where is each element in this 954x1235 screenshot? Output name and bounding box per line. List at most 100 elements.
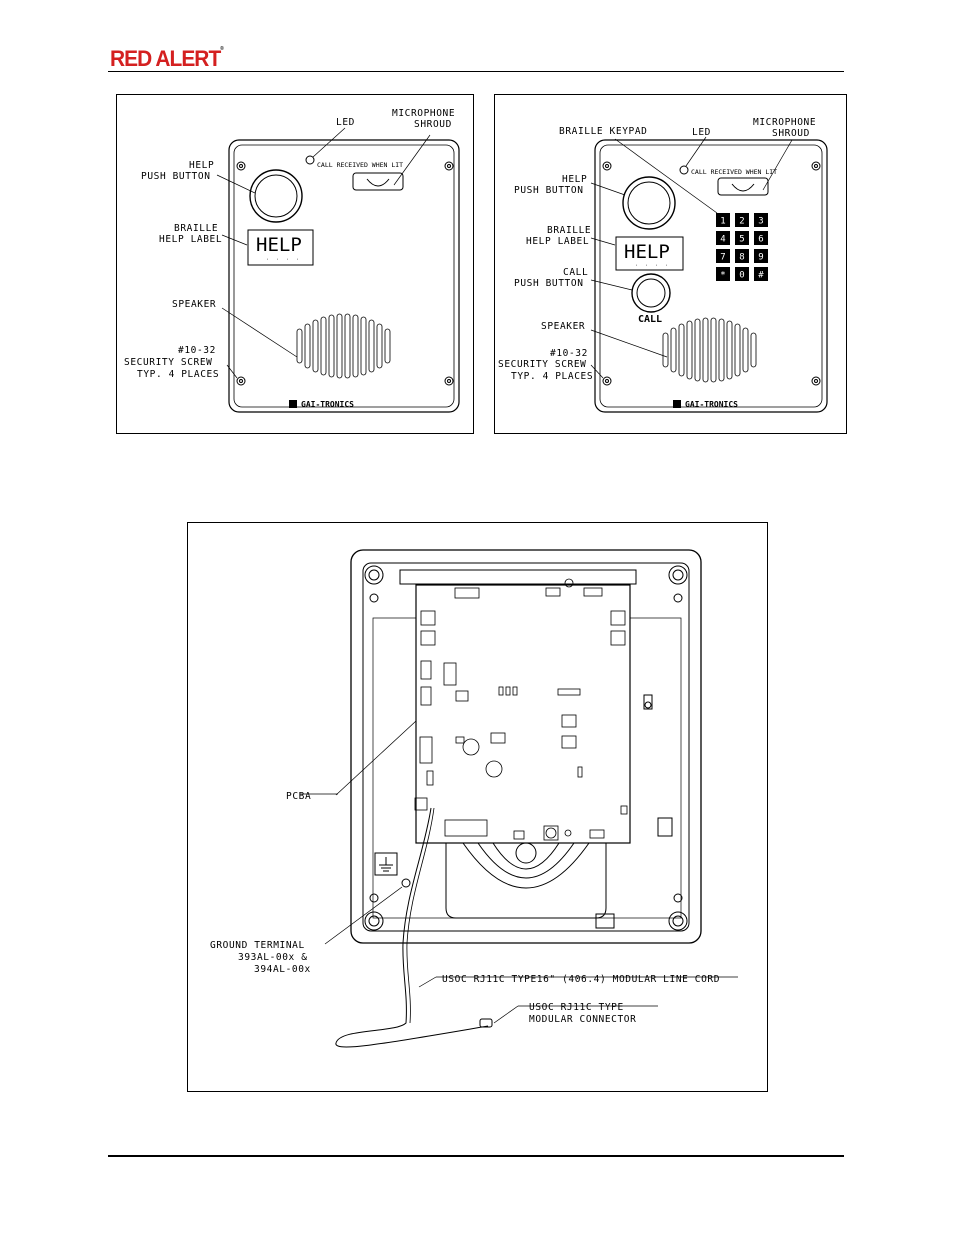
mic-callout-1: MICROPHONE (392, 108, 455, 119)
led-callout: LED (336, 117, 355, 128)
braille-help-label (615, 236, 684, 271)
security-screw-icon (236, 161, 454, 386)
call-callout-1: CALL (563, 267, 588, 278)
footer-rule (108, 1155, 844, 1157)
keypad-key-label: 0 (739, 271, 744, 281)
brand-logo-icon (673, 400, 681, 408)
keypad-key-label: 8 (739, 253, 744, 263)
keypad-key-label: 4 (720, 235, 725, 245)
brand-text: GAI-TRONICS (301, 400, 354, 409)
keypad-key (735, 267, 749, 281)
help-callout-2: PUSH BUTTON (514, 185, 584, 196)
keypad-key-label: * (720, 271, 725, 281)
help-push-button (622, 176, 676, 230)
keypad-key-label: 2 (739, 217, 744, 227)
microphone-shroud (352, 172, 404, 191)
braille-callout-1: BRAILLE (174, 223, 218, 234)
screw-callout-3: TYP. 4 PLACES (511, 371, 593, 382)
screw-callout-2: SECURITY SCREW (498, 359, 586, 370)
keypad-key (735, 213, 749, 227)
led-callout: LED (692, 127, 711, 138)
keypad-key-label: 3 (758, 217, 763, 227)
speaker-grille (662, 317, 757, 383)
keypad-key (754, 231, 768, 245)
speaker-callout: SPEAKER (541, 321, 585, 332)
keypad-callout: BRAILLE KEYPAD (559, 126, 647, 137)
mic-callout-2: SHROUD (772, 128, 810, 139)
call-callout-2: PUSH BUTTON (514, 278, 584, 289)
help-callout-1: HELP (189, 160, 214, 171)
led-icon (679, 165, 689, 175)
braille-callout-2: HELP LABEL (526, 236, 589, 247)
braille-help-label (247, 229, 314, 266)
figure-left-frame: CALL RECEIVED WHEN LIT HELP · · · · GAI-… (116, 94, 474, 434)
speaker-grille (445, 842, 607, 919)
ground-terminal (401, 878, 411, 888)
enclosure-interior-diagram: PCBA GROUND TERMINAL 393AL-00x & 394AL-0… (210, 549, 738, 1048)
faceplate-outline (228, 139, 460, 413)
keypad-key (735, 249, 749, 263)
keypad-key (716, 231, 730, 245)
speaker-callout: SPEAKER (172, 299, 216, 310)
call-received-text: CALL RECEIVED WHEN LIT (317, 161, 403, 169)
figure-bottom-frame: PCBA GROUND TERMINAL 393AL-00x & 394AL-0… (187, 522, 768, 1092)
screw-callout-1: #10-32 (178, 345, 216, 356)
help-sign-text: HELP (624, 241, 670, 263)
help-push-button (249, 169, 303, 223)
microphone-shroud (717, 177, 769, 196)
braille-keypad: 1 2 3 4 5 6 7 8 9 * 0 # (716, 213, 768, 281)
ground-symbol-icon (374, 852, 398, 876)
keypad-key-label: 1 (720, 217, 725, 227)
keypad-key (754, 267, 768, 281)
security-screw-icon (602, 161, 821, 386)
connector-callout-1: USOC RJ11C TYPE (529, 1002, 624, 1013)
help-sign-text: HELP (256, 234, 302, 256)
keypad-key (754, 249, 768, 263)
faceplate-keypad-diagram: CALL RECEIVED WHEN LIT 1 2 3 4 5 6 7 8 9 * 0 # HELP… (498, 117, 828, 413)
keypad-key (735, 231, 749, 245)
screw-callout-2: SECURITY SCREW (124, 357, 212, 368)
enclosure-outline (350, 549, 702, 944)
modular-line-cord (335, 807, 489, 1048)
keypad-key-label: # (758, 271, 764, 281)
call-push-button (631, 273, 671, 313)
keypad-key-label: 9 (758, 253, 763, 263)
ground-callout-3: 394AL-00x (254, 964, 311, 975)
modular-connector (479, 1018, 493, 1028)
help-callout-2: PUSH BUTTON (141, 171, 211, 182)
mic-callout-1: MICROPHONE (753, 117, 816, 128)
screw-callout-3: TYP. 4 PLACES (137, 369, 219, 380)
cord-callout: USOC RJ11C TYPE16" (406.4) MODULAR LINE … (442, 974, 720, 985)
keypad-key-label: 6 (758, 235, 763, 245)
faceplate-outline (594, 139, 828, 413)
braille-callout-1: BRAILLE (547, 225, 591, 236)
help-callout-1: HELP (562, 174, 587, 185)
speaker-grille (296, 313, 391, 379)
red-alert-logo: RED ALERT® (110, 46, 224, 71)
header-rule (108, 71, 844, 72)
pcba-components (414, 578, 628, 841)
brand-text: GAI-TRONICS (685, 400, 738, 409)
keypad-key (716, 267, 730, 281)
ground-callout-1: GROUND TERMINAL (210, 940, 305, 951)
call-received-text: CALL RECEIVED WHEN LIT (691, 168, 777, 176)
mic-callout-2: SHROUD (414, 119, 452, 130)
keypad-key (754, 213, 768, 227)
svg-text:· · · ·: · · · · (635, 263, 670, 269)
figure-right-frame: CALL RECEIVED WHEN LIT 1 2 3 4 5 6 7 8 9 * 0 # HELP… (494, 94, 847, 434)
keypad-key-label: 5 (739, 235, 744, 245)
call-button-text: CALL (638, 314, 662, 325)
keypad-key-label: 7 (720, 253, 725, 263)
ground-callout-2: 393AL-00x & (238, 952, 308, 963)
faceplate-help-diagram: CALL RECEIVED WHEN LIT HELP · · · · GAI-… (124, 108, 460, 413)
connector-callout-2: MODULAR CONNECTOR (529, 1014, 636, 1025)
logo-text: RED ALERT (110, 46, 221, 71)
mounting-hole-icon (364, 565, 688, 931)
keypad-key (716, 249, 730, 263)
braille-callout-2: HELP LABEL (159, 234, 222, 245)
screw-callout-1: #10-32 (550, 348, 588, 359)
brand-logo-icon (289, 400, 297, 408)
pcba-callout: PCBA (286, 791, 311, 802)
keypad-key (716, 213, 730, 227)
led-icon (305, 155, 315, 165)
